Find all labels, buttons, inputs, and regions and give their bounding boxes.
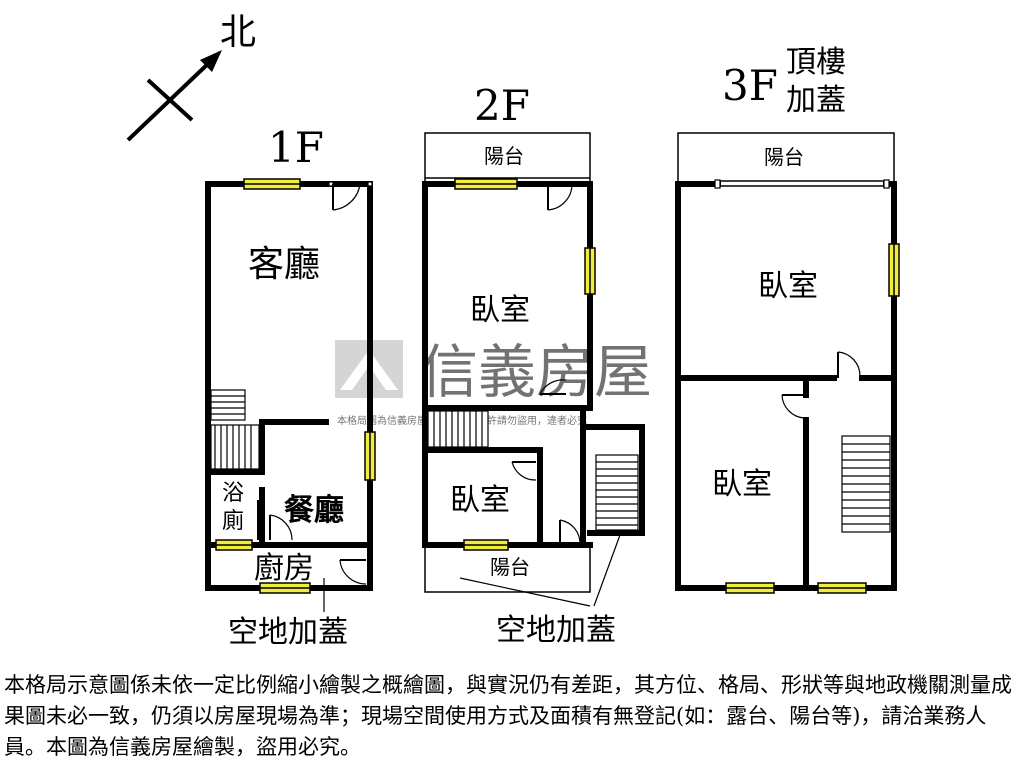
room-living: 客廳 [248,244,320,285]
room-3f-balcony-top: 陽台 [764,145,804,169]
room-dining: 餐廳 [284,493,344,528]
watermark-brand: 信義房屋 [420,338,652,406]
floor-2-title: 2F [474,81,530,130]
floor-3-doors [714,179,890,419]
floor-1-title: 1F [268,123,324,172]
floor-1-windows [215,178,376,594]
floor-3-subtitle-1: 頂樓 [786,45,846,80]
room-2f-balcony-top: 陽台 [484,144,524,168]
watermark: 信義房屋 本格局圖為信義房屋繪製，未經允許請勿盜用，違者必究 [335,338,652,427]
floor-3-subtitle-2: 加蓋 [786,83,846,118]
north-arrow-icon [126,50,222,142]
floor-1-doors [257,181,373,585]
room-bath-2: 廁 [222,509,244,534]
floor-2-walls [422,181,645,548]
floor-2-doors [511,183,583,546]
floor-3-thin-walls [677,132,895,187]
floor-2-stairs [427,410,639,531]
room-3f-bedroom-top: 臥室 [758,269,818,304]
floor-3-stairs [841,435,891,533]
room-2f-bedroom-small: 臥室 [450,483,510,518]
room-2f-balcony-bottom: 陽台 [490,555,530,579]
floor-3-title: 3F [722,61,778,110]
floor-2-thin-walls [424,132,591,593]
floor-1-stairs [210,389,260,470]
floor-3-walls [675,181,897,591]
compass-label: 北 [220,12,256,53]
room-3f-bedroom-bottom: 臥室 [712,467,772,502]
room-kitchen: 廚房 [254,551,314,586]
disclaimer-text: 本格局示意圖係未依一定比例縮小繪製之概繪圖，與實況仍有差距，其方位、格局、形狀等… [4,673,1012,759]
floor-2-annex-label: 空地加蓋 [496,613,616,648]
room-bath-1: 浴 [222,481,244,506]
floor-3-windows [725,243,900,594]
floor-1-annex-label: 空地加蓋 [228,615,348,650]
floor-plan: 信義房屋 本格局圖為信義房屋繪製，未經允許請勿盜用，違者必究 北 1F [126,12,900,650]
floor-2-annex-pointer [459,534,621,607]
floor-2-windows [454,178,596,551]
room-2f-bedroom-main: 臥室 [470,293,530,328]
